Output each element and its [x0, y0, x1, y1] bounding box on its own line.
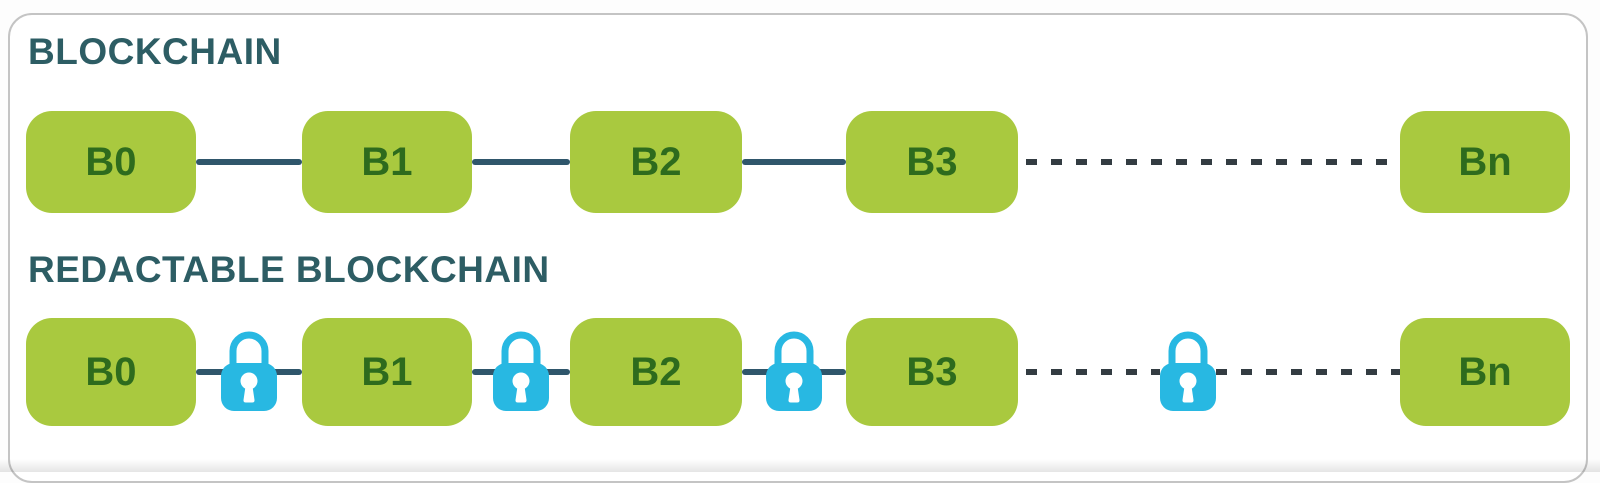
block-b0: B0 — [26, 318, 196, 426]
padlock-icon — [1157, 321, 1219, 417]
chain-link — [742, 159, 846, 165]
block-bn: Bn — [1400, 111, 1570, 213]
block-b2: B2 — [570, 318, 742, 426]
block-b2: B2 — [570, 111, 742, 213]
block-b1: B1 — [302, 111, 472, 213]
padlock-icon — [763, 321, 825, 417]
chain-link — [196, 159, 302, 165]
block-b3: B3 — [846, 318, 1018, 426]
padlock-icon — [490, 321, 552, 417]
block-bn: Bn — [1400, 318, 1570, 426]
chain-link-ellipsis — [1026, 369, 1160, 375]
chain-link-ellipsis — [1216, 369, 1400, 375]
chain-link — [472, 159, 570, 165]
chain-link-ellipsis — [1026, 159, 1400, 165]
block-b0: B0 — [26, 111, 196, 213]
padlock-icon — [218, 321, 280, 417]
section-title-redactable-blockchain: REDACTABLE BLOCKCHAIN — [28, 249, 550, 291]
section-title-blockchain: BLOCKCHAIN — [28, 31, 282, 73]
block-b3: B3 — [846, 111, 1018, 213]
block-b1: B1 — [302, 318, 472, 426]
diagram-card: BLOCKCHAIN B0 B1 B2 B3 Bn REDACTABLE BLO… — [8, 13, 1588, 483]
